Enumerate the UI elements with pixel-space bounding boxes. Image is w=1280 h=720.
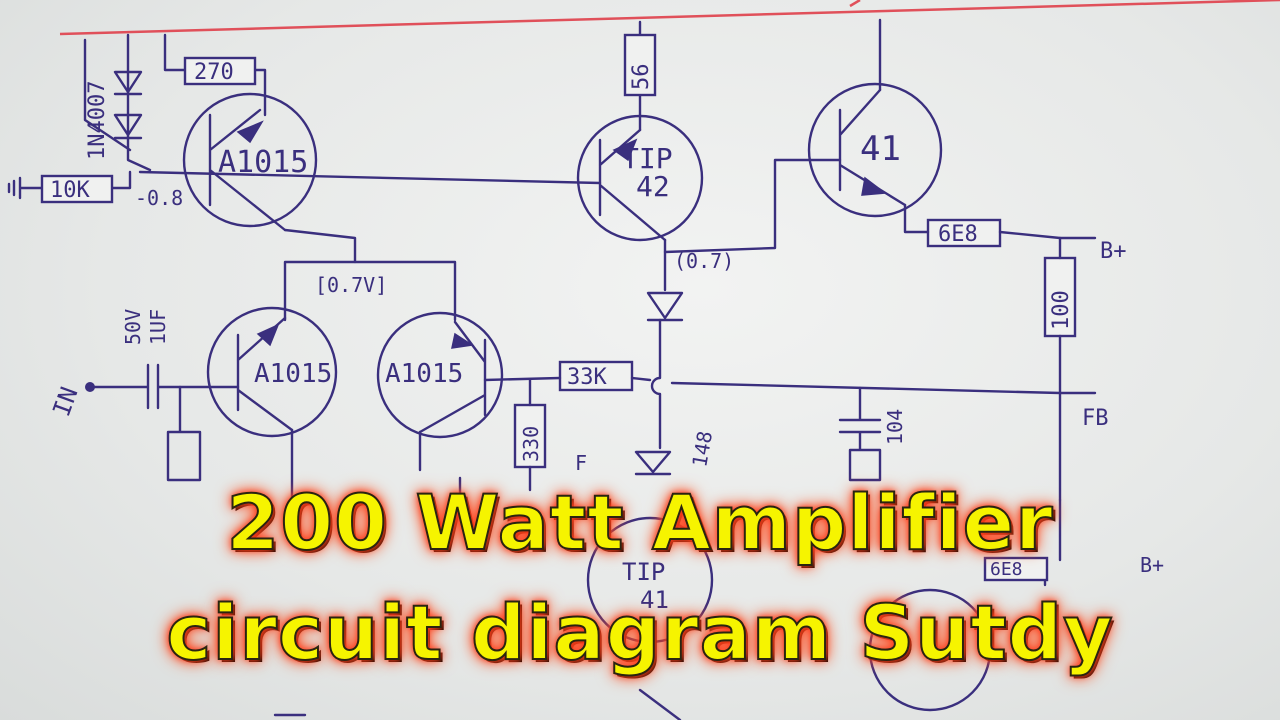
transistor-q3-arrow (451, 332, 475, 349)
diode-1n4007-a (113, 70, 143, 96)
transistor-q3-leads (418, 320, 487, 434)
transistor-q3-circle (376, 311, 504, 439)
diode-mid (646, 291, 684, 322)
transistor-q2-circle (206, 306, 338, 438)
wire-diode-string (126, 33, 152, 172)
transistor-41-arrow (861, 176, 888, 196)
input-node (85, 382, 95, 392)
wire-41-base (663, 158, 842, 254)
label-tip41-b: 41 (640, 586, 669, 614)
wire-mid-cross (650, 318, 662, 450)
wire-6e8-bplus (998, 230, 1097, 240)
label-6e8: 6E8 (938, 222, 978, 247)
input-cap (93, 363, 240, 410)
cap-104 (838, 386, 882, 482)
transistor-tip42-circle (576, 114, 704, 242)
label-270: 270 (194, 60, 234, 85)
transistor-bottom-circle (868, 588, 992, 712)
transistor-q2-arrow (256, 323, 280, 347)
label-input: IN (47, 383, 83, 420)
label-minus-08: -0.8 (135, 186, 183, 210)
wire-feedback (483, 376, 1097, 395)
label-bplus-b: B+ (1140, 553, 1164, 577)
label-41: 41 (860, 129, 901, 169)
diode-low (634, 450, 672, 476)
label-bplus: B+ (1100, 239, 1127, 264)
label-330: 330 (519, 426, 543, 462)
transistor-tip42-arrow (612, 138, 638, 162)
diode-1n4007-b (113, 113, 143, 140)
wire-41-emitter (903, 203, 930, 234)
label-cap-1uf: 1UF (146, 309, 170, 345)
label-104: 104 (883, 409, 907, 445)
label-q1: A1015 (218, 145, 308, 180)
label-tip42-a: TIP (622, 142, 673, 175)
label-148: 148 (687, 429, 717, 469)
resistor-56 (623, 33, 657, 97)
label-v07: (0.7) (674, 249, 734, 273)
wire-q1-emitter (283, 228, 357, 264)
title-line-2: circuit diagram Sutdy (165, 587, 1114, 678)
wire-270-right (253, 68, 267, 117)
label-q3: A1015 (385, 359, 463, 389)
label-33k: 33K (567, 365, 607, 390)
transistor-q1-leads (208, 108, 287, 232)
resistor-270 (183, 56, 257, 86)
label-56: 56 (629, 64, 654, 91)
wire-left-top (83, 38, 132, 152)
transistor-tip41-circle (586, 516, 714, 644)
label-stray-f: F (575, 451, 587, 475)
wire-bottom-misc (273, 688, 682, 720)
red-rail-line (59, 0, 1280, 36)
wire-10k (110, 170, 132, 190)
transistor-41-circle (807, 82, 943, 218)
label-q2: A1015 (254, 359, 332, 389)
ground-left (7, 176, 44, 200)
label-tip41-a: TIP (622, 558, 665, 586)
label-1n4007: 1N4007 (85, 81, 110, 160)
wire-input-bias (166, 385, 202, 482)
resistor-6e8-b (983, 556, 1049, 582)
red-rail-mark (849, 0, 861, 8)
label-100: 100 (1049, 290, 1074, 330)
resistor-10k (40, 174, 114, 204)
wire-270-left (163, 33, 187, 72)
resistor-33k (558, 360, 634, 392)
label-fb: FB (1082, 406, 1109, 431)
transistor-q1-arrow (236, 120, 264, 144)
transistor-q1-circle (182, 92, 318, 228)
label-cap-50v: 50V (121, 309, 145, 345)
label-bias: [0.7V] (315, 273, 387, 297)
label-10k: 10K (50, 178, 90, 203)
title-line-1: 200 Watt Amplifier (225, 477, 1054, 568)
label-6e8-b: 6E8 (990, 559, 1023, 580)
label-tip42-b: 42 (636, 170, 670, 203)
wire-q3-collector (418, 430, 462, 502)
